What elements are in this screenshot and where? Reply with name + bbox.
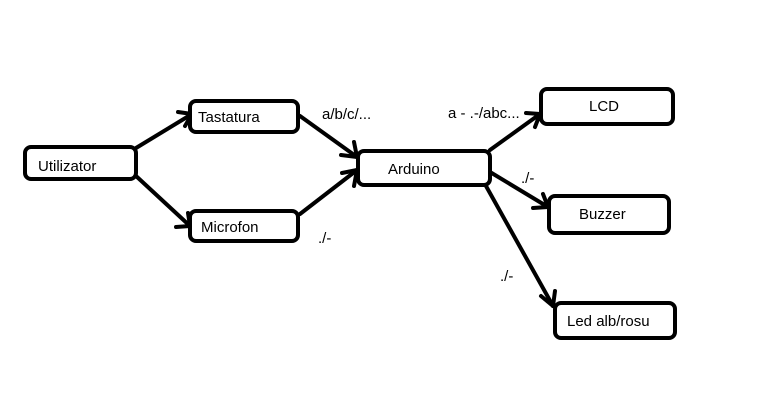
node-lcd: LCD bbox=[539, 87, 675, 126]
node-buzzer-label: Buzzer bbox=[579, 206, 626, 223]
edge-label-microfon-arduino: ./- bbox=[318, 230, 331, 247]
node-microfon-label: Microfon bbox=[201, 219, 259, 236]
edge-label-arduino-buzzer: ./- bbox=[521, 170, 534, 187]
node-utilizator: Utilizator bbox=[23, 145, 138, 181]
edge-arduino-buzzer bbox=[488, 170, 550, 210]
edge-utilizator-tastatura bbox=[134, 110, 194, 150]
node-arduino-label: Arduino bbox=[388, 161, 440, 178]
edge-label-arduino-led: ./- bbox=[500, 268, 513, 285]
node-arduino: Arduino bbox=[356, 149, 492, 187]
node-led-label: Led alb/rosu bbox=[567, 313, 650, 330]
node-buzzer: Buzzer bbox=[547, 194, 671, 235]
node-tastatura: Tastatura bbox=[188, 99, 300, 134]
edge-label-tastatura-arduino: a/b/c/... bbox=[322, 106, 371, 123]
edge-label-arduino-lcd: a - .-/abc... bbox=[448, 105, 520, 122]
node-utilizator-label: Utilizator bbox=[38, 158, 96, 175]
node-led: Led alb/rosu bbox=[553, 301, 677, 340]
node-lcd-label: LCD bbox=[589, 98, 619, 115]
edge-arduino-led bbox=[484, 184, 557, 308]
edge-microfon-arduino bbox=[298, 168, 359, 216]
edge-utilizator-microfon bbox=[134, 174, 192, 229]
node-microfon: Microfon bbox=[188, 209, 300, 243]
node-tastatura-label: Tastatura bbox=[198, 109, 260, 126]
